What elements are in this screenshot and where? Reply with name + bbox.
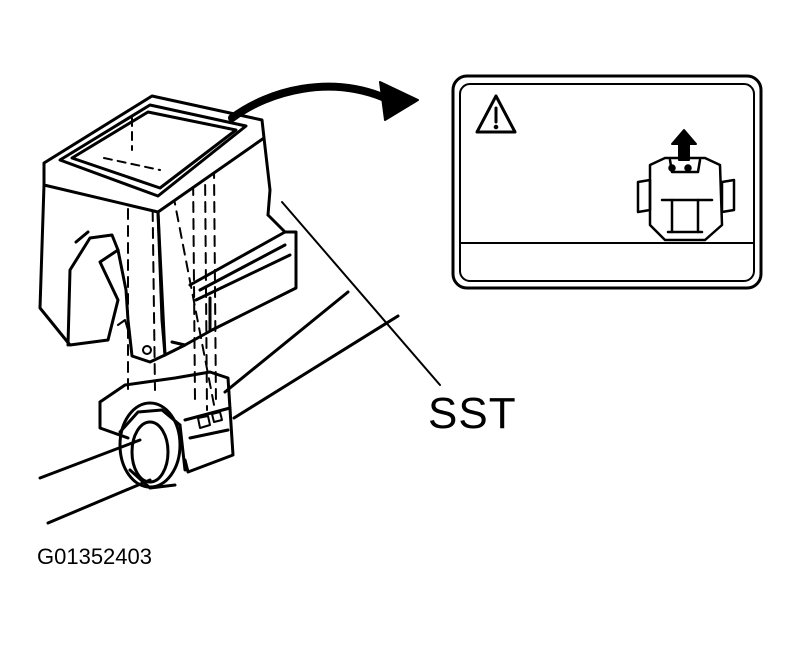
pull-direction-arrow-icon (671, 129, 697, 161)
warning-triangle-icon (475, 94, 517, 134)
sst-leader-line (281, 201, 441, 386)
pipe (38, 290, 400, 525)
inset-panel (451, 74, 763, 290)
pointer-arrow (228, 81, 419, 122)
sst-tool (38, 94, 298, 364)
sst-callout-label: SST (428, 389, 517, 438)
connector (98, 370, 235, 490)
figure-id: G01352403 (37, 544, 152, 569)
inset-connector-icon (636, 156, 736, 242)
